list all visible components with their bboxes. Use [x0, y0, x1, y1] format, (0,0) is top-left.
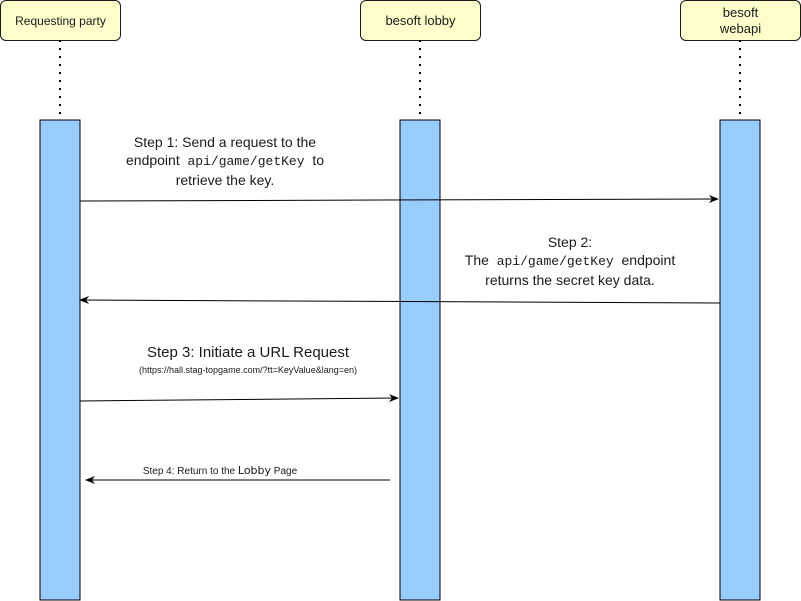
arrow-step1 — [79, 195, 719, 204]
participant-requesting-party: Requesting party — [0, 0, 121, 41]
step2-line1: Step 2: — [547, 234, 593, 250]
message-step4: Step 4: Return to the Lobby Page — [142, 464, 298, 478]
step3-url: (https://hall.stag-topgame.com/?tt=KeyVa… — [139, 365, 357, 375]
message-step1: Step 1: Send a request to the endpoint a… — [80, 133, 370, 189]
participant-label: besoft lobby — [385, 12, 456, 28]
participant-label: besoft webapi — [719, 4, 762, 36]
step1-line2: endpoint api/game/getKey to — [126, 152, 324, 169]
activation-bar-requesting-party — [39, 119, 81, 601]
step1-line1: Step 1: Send a request to the — [133, 134, 317, 150]
endpoint-code: api/game/getKey — [187, 154, 305, 169]
message-step3: Step 3: Initiate a URL Request (https://… — [88, 344, 408, 376]
arrow-step2 — [79, 296, 721, 305]
endpoint-code: api/game/getKey — [496, 254, 614, 269]
participant-besoft-lobby: besoft lobby — [360, 0, 481, 41]
step2-line2: The api/game/getKey endpoint — [464, 252, 676, 269]
participant-label: Requesting party — [15, 13, 106, 28]
activation-bar-besoft-webapi — [719, 119, 761, 601]
participant-besoft-webapi: besoft webapi — [680, 0, 801, 41]
message-step2: Step 2: The api/game/getKey endpoint ret… — [430, 233, 710, 289]
step1-line3: retrieve the key. — [175, 172, 275, 188]
arrow-step3 — [79, 394, 399, 403]
step2-line3: returns the secret key data. — [485, 272, 655, 288]
step3-line1: Step 3: Initiate a URL Request — [146, 344, 350, 361]
